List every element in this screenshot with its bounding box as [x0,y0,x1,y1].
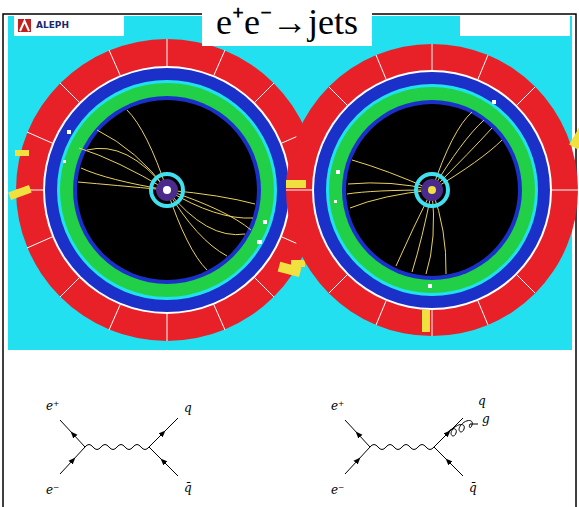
particle-label: e⁻ [331,484,344,496]
particle-label: e⁺ [46,400,59,412]
particle-label: q [184,402,192,414]
detector-logo: ALEPH [36,21,69,30]
particle-label: g [482,413,490,425]
particle-label: q̄ [184,482,192,494]
particle-label: q [478,395,486,407]
particle-label: q̄ [469,482,477,494]
slide-title: e⁺e⁻→jets [202,0,372,46]
particle-label: e⁺ [331,400,344,412]
particle-label: e⁻ [46,484,59,496]
